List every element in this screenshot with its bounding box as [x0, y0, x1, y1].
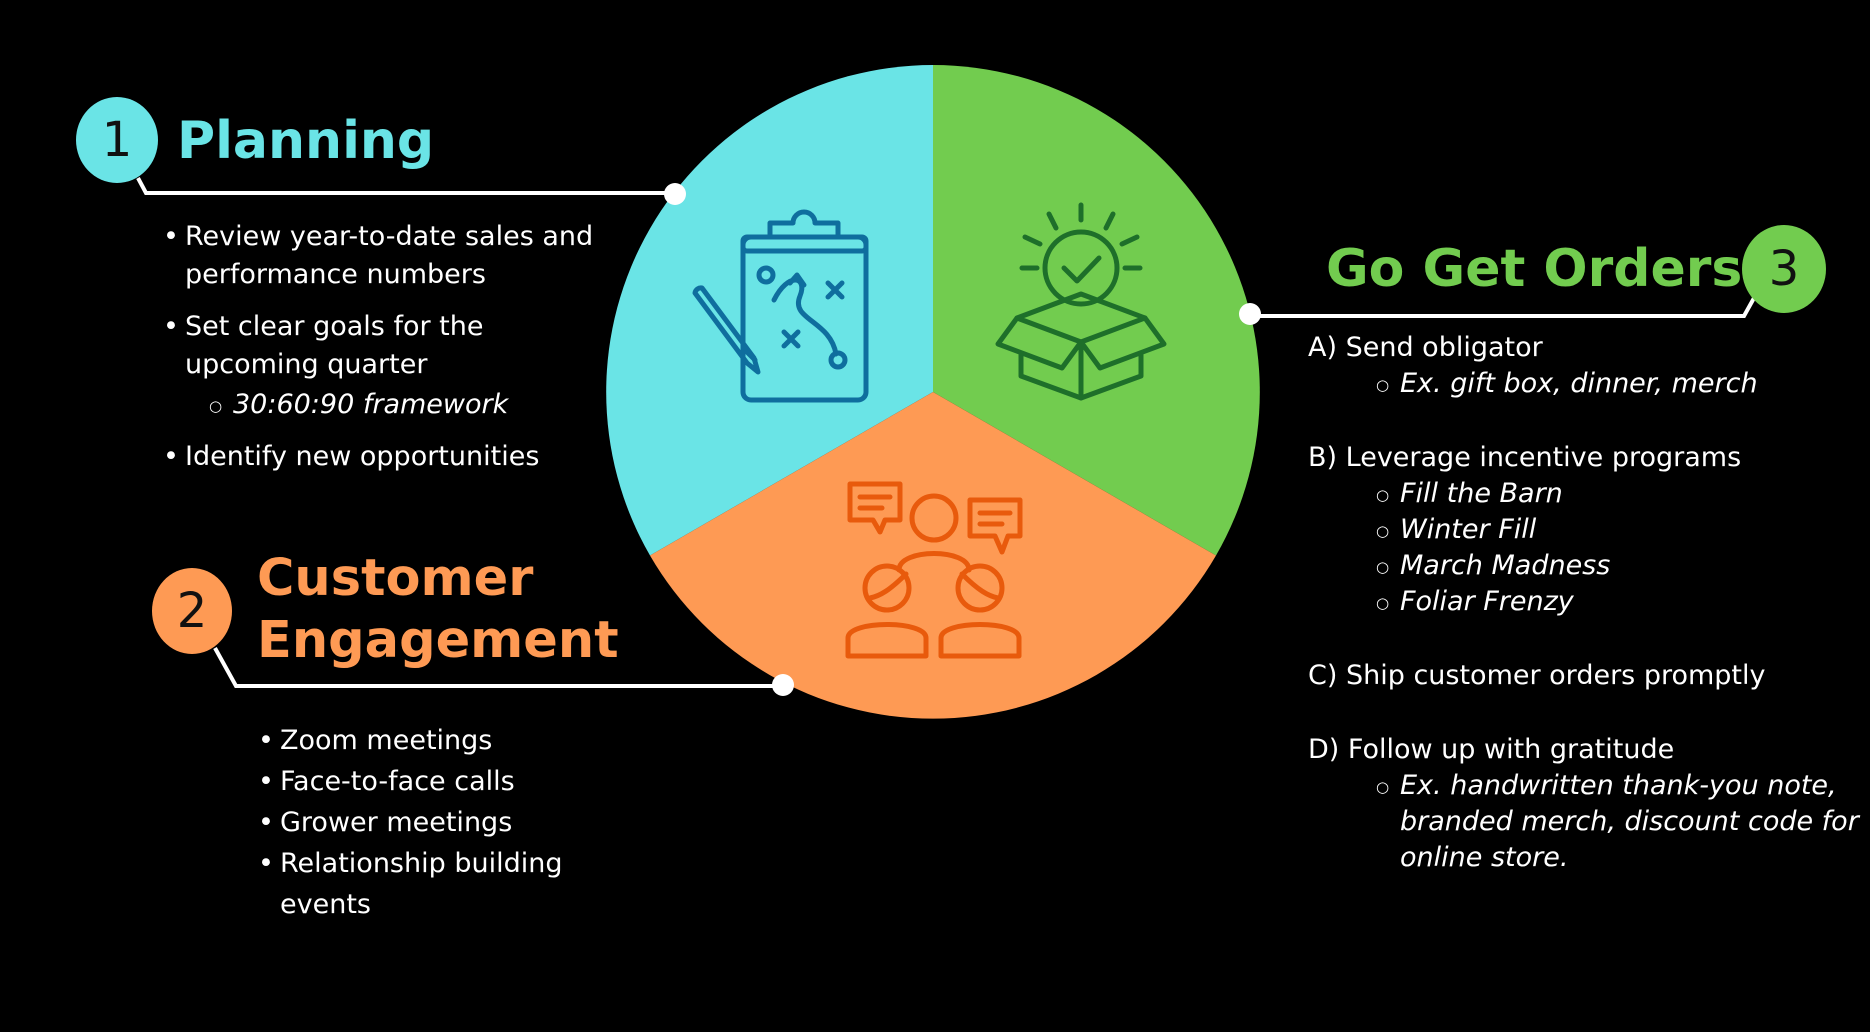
engagement-heading: Customer Engagement [257, 548, 619, 672]
engagement-heading-line: Engagement [257, 611, 619, 670]
orders-sub-bullet: Ex. handwritten thank-you note, branded … [1376, 768, 1868, 876]
engagement-bullet: Relationship building events [256, 843, 616, 925]
gift-box-check-icon [995, 202, 1167, 401]
planning-bullet-text: Set clear goals for the upcoming quarter [185, 311, 484, 380]
planning-bullet-list: Review year-to-date sales and performanc… [161, 218, 601, 476]
orders-step: D) Follow up with gratitude Ex. handwrit… [1308, 732, 1868, 876]
engagement-connector [213, 647, 794, 696]
engagement-bullet: Grower meetings [256, 802, 616, 843]
planning-bullet-text: Review year-to-date sales and performanc… [185, 221, 594, 290]
planning-bullet-text: Identify new opportunities [185, 441, 540, 472]
orders-sub-bullet: Winter Fill [1376, 512, 1868, 549]
clipboard-strategy-icon [692, 209, 869, 403]
orders-sub-bullet: Fill the Barn [1376, 476, 1868, 513]
engagement-bullet: Face-to-face calls [256, 761, 616, 802]
planning-number-badge: 1 [76, 97, 158, 183]
orders-sub-bullet: Ex. gift box, dinner, merch [1376, 366, 1868, 403]
orders-step: C) Ship customer orders promptly [1308, 658, 1868, 694]
orders-step-label: D) Follow up with gratitude [1308, 734, 1675, 765]
engagement-number-badge: 2 [152, 568, 232, 654]
engagement-bullet-list: Zoom meetings Face-to-face calls Grower … [256, 720, 616, 925]
planning-heading: Planning [177, 111, 435, 171]
orders-sub-bullet: March Madness [1376, 548, 1868, 585]
planning-bullet: Set clear goals for the upcoming quarter… [161, 308, 601, 425]
orders-step: B) Leverage incentive programs Fill the … [1308, 440, 1868, 621]
orders-step-list: A) Send obligator Ex. gift box, dinner, … [1308, 330, 1868, 914]
orders-heading: Go Get Orders [1326, 239, 1743, 299]
planning-segment [606, 65, 933, 556]
planning-bullet: Identify new opportunities [161, 438, 601, 476]
orders-step-label: A) Send obligator [1308, 332, 1543, 363]
meeting-people-icon [845, 481, 1023, 659]
orders-number-badge: 3 [1742, 225, 1826, 313]
orders-sub-bullet: Foliar Frenzy [1376, 584, 1868, 621]
orders-step-label: B) Leverage incentive programs [1308, 442, 1742, 473]
engagement-heading-line: Customer [257, 549, 534, 608]
orders-step-label: C) Ship customer orders promptly [1308, 660, 1766, 691]
orders-segment [933, 65, 1260, 556]
planning-sub-bullet: 30:60:90 framework [209, 386, 601, 425]
planning-bullet: Review year-to-date sales and performanc… [161, 218, 601, 294]
engagement-bullet: Zoom meetings [256, 720, 616, 761]
orders-step: A) Send obligator Ex. gift box, dinner, … [1308, 330, 1868, 403]
orders-connector [1239, 297, 1756, 325]
planning-connector [136, 177, 686, 205]
